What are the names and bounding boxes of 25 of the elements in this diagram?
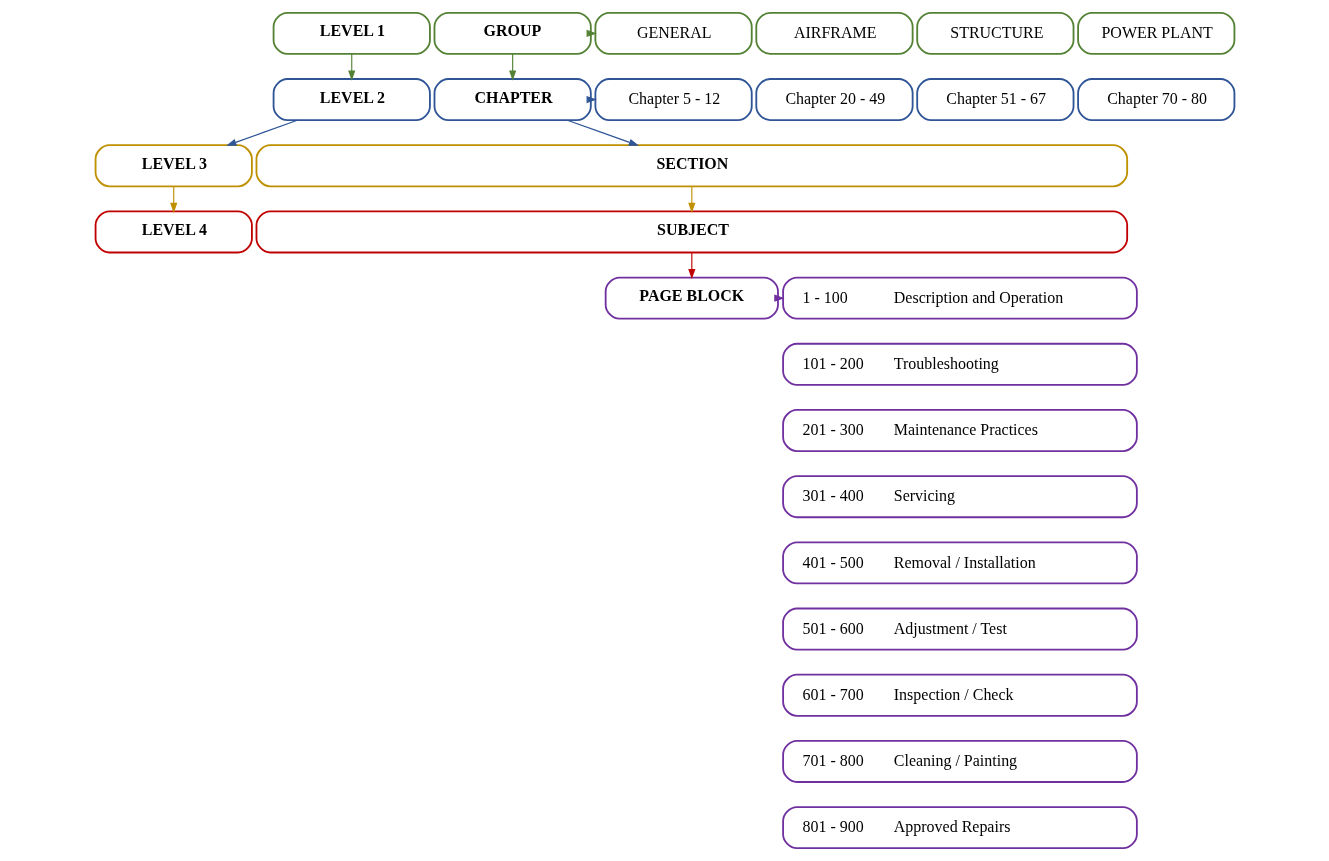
node-box: SUBJECT <box>255 210 1128 254</box>
node-box: 701 - 800 Cleaning / Painting <box>781 739 1138 783</box>
node-box: GENERAL <box>593 11 753 55</box>
node-box: Chapter 70 - 80 <box>1076 78 1235 122</box>
node-box: POWER PLANT <box>1076 11 1235 55</box>
node-box: 201 - 300 Maintenance Practices <box>781 409 1138 452</box>
node-box: STRUCTURE <box>915 11 1074 55</box>
arrow <box>566 119 639 146</box>
node-box: LEVEL 1 <box>272 11 431 55</box>
node-box: AIRFRAME <box>754 11 914 55</box>
node-box: 101 - 200 Troubleshooting <box>781 342 1138 386</box>
node-box: Chapter 20 - 49 <box>754 78 914 122</box>
node-box: Chapter 5 - 12 <box>593 78 753 122</box>
node-box: 401 - 500 Removal / Installation <box>781 541 1138 585</box>
node-box: SECTION <box>255 144 1128 188</box>
node-box: 801 - 900 Approved Repairs <box>781 806 1138 850</box>
node-box: Chapter 51 - 67 <box>915 78 1074 122</box>
arrow <box>225 119 298 146</box>
node-box: LEVEL 3 <box>94 144 253 188</box>
node-box: LEVEL 2 <box>272 78 431 122</box>
node-box: LEVEL 4 <box>94 210 253 254</box>
node-box: 301 - 400 Servicing <box>781 475 1138 519</box>
node-box: 601 - 700 Inspection / Check <box>781 673 1138 717</box>
node-box: 1 - 100 Description and Operation <box>781 276 1138 320</box>
node-box: 501 - 600 Adjustment / Test <box>781 607 1138 651</box>
